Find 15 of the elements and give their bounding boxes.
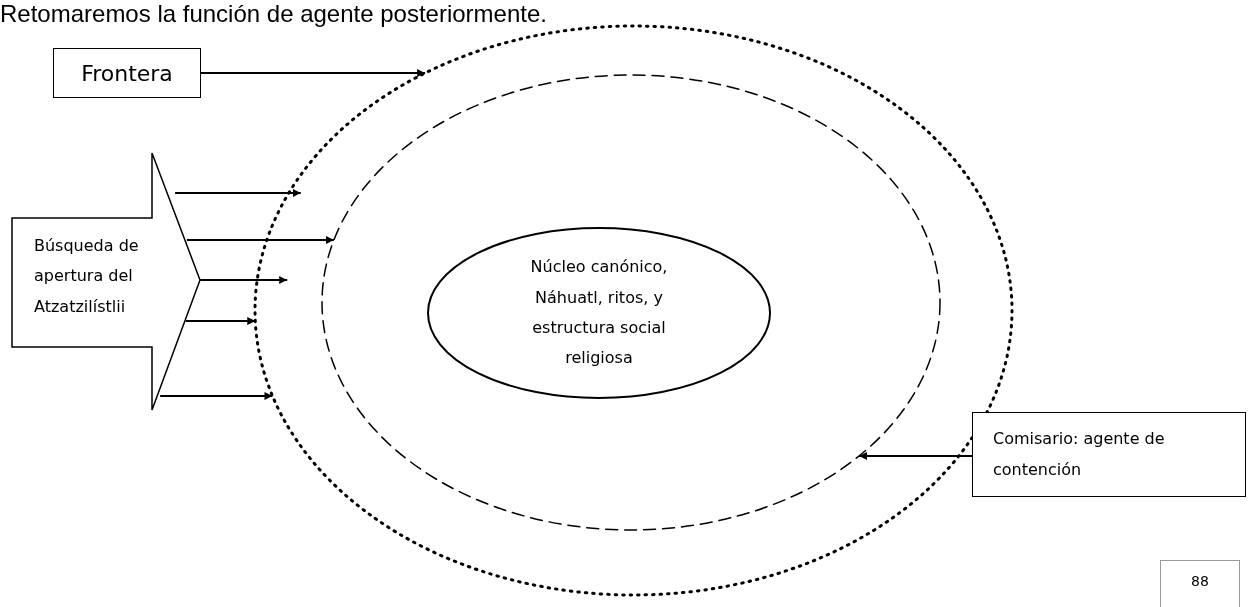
inner-boundary-ellipse	[322, 75, 940, 530]
arrow	[200, 69, 426, 77]
page-number-tab: 88	[1160, 560, 1240, 607]
arrow	[186, 236, 335, 244]
shape-text: Búsqueda de apertura del Atzatzilístlii	[34, 235, 140, 318]
callout-box: Comisario: agente de contención	[972, 412, 1246, 497]
arrow	[858, 452, 973, 460]
core-ellipse: Núcleo canónico, Náhuatl, ritos, y estructura social religiosa	[428, 228, 770, 398]
label-box: Frontera	[53, 48, 201, 98]
arrow	[159, 392, 274, 400]
arrow	[184, 317, 257, 325]
arrow	[199, 276, 289, 284]
arrow	[174, 189, 302, 197]
heading-text: Retomaremos la función de agente posteriormente.	[0, 0, 547, 28]
block-arrow-shape	[12, 153, 202, 410]
